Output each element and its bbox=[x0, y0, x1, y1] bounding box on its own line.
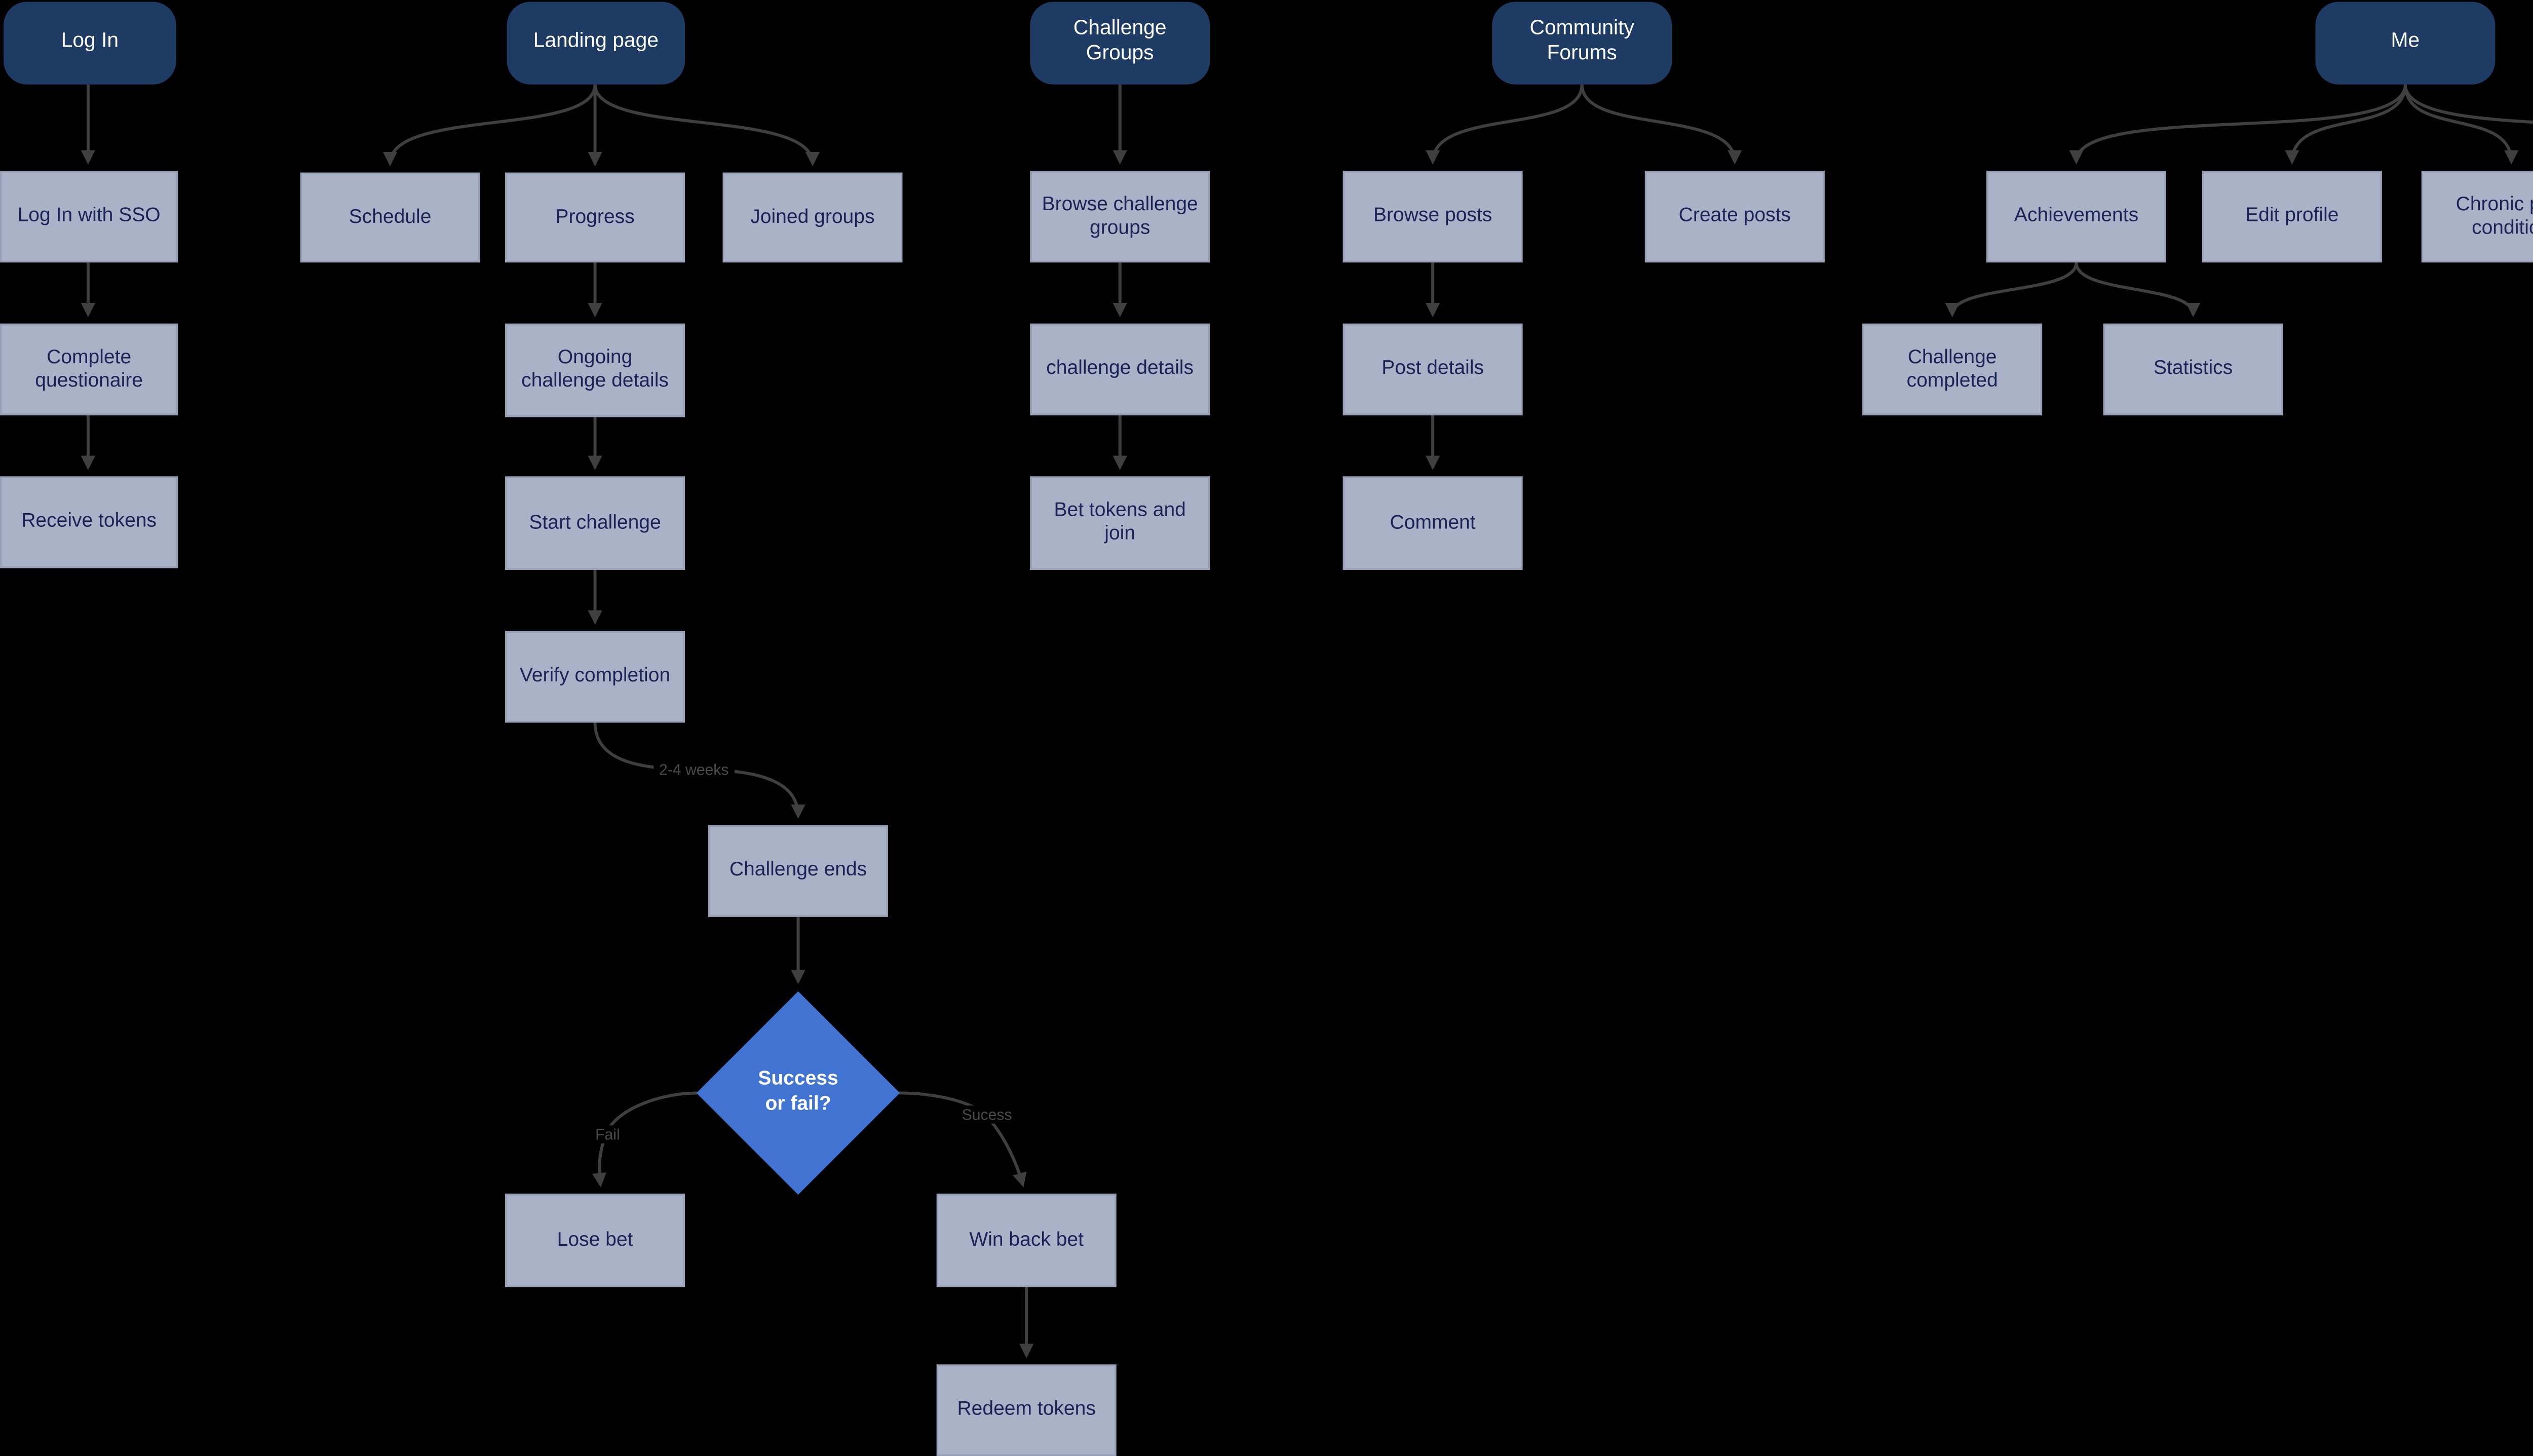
node-label: Challenge completed bbox=[1906, 346, 1998, 391]
node-browse-posts: Browse posts bbox=[1342, 171, 1523, 263]
node-label: Success or fail? bbox=[758, 1068, 838, 1115]
edge-achievements-to-challenge-completed bbox=[1945, 262, 2078, 318]
node-label: Joined groups bbox=[750, 206, 875, 227]
node-login-sso: Log In with SSO bbox=[0, 171, 178, 263]
node-label: Create posts bbox=[1678, 205, 1791, 227]
node-redeem-tokens: Redeem tokens bbox=[936, 1364, 1117, 1456]
node-label: Bet tokens and join bbox=[1054, 500, 1186, 545]
node-label: Redeem tokens bbox=[957, 1398, 1096, 1421]
edge-me-to-achievements bbox=[2069, 84, 2407, 165]
edge-me-to-edit-profile bbox=[2285, 84, 2407, 165]
node-ongoing-challenge-details: Ongoing challenge details bbox=[505, 323, 685, 417]
node-label: Landing page bbox=[533, 31, 659, 53]
node-label: Receive tokens bbox=[21, 510, 157, 532]
edge-label-fail: Fail bbox=[590, 1125, 626, 1143]
node-login: Log In bbox=[4, 2, 176, 85]
edge-achievements-to-statistics bbox=[2075, 262, 2201, 318]
node-me: Me bbox=[2315, 2, 2496, 85]
node-receive-tokens: Receive tokens bbox=[0, 476, 178, 568]
edge-label-sucess: Sucess bbox=[956, 1105, 1018, 1124]
node-browse-challenge-groups: Browse challenge groups bbox=[1030, 171, 1210, 263]
edge-landing-to-joined-groups bbox=[593, 84, 820, 167]
node-challenge-details: challenge details bbox=[1030, 323, 1210, 415]
node-achievements: Achievements bbox=[1986, 171, 2166, 263]
edge-me-to-chronic-pain-condition bbox=[2403, 84, 2519, 165]
node-label: Challenge Groups bbox=[1073, 19, 1167, 65]
node-label: challenge details bbox=[1046, 358, 1194, 379]
node-label: Edit profile bbox=[2245, 205, 2339, 227]
node-label: Schedule bbox=[349, 206, 432, 227]
node-landing: Landing page bbox=[507, 2, 685, 85]
node-label: Me bbox=[2391, 31, 2420, 53]
node-progress: Progress bbox=[505, 172, 685, 263]
node-label: Post details bbox=[1381, 358, 1484, 379]
node-community-forums: Community Forums bbox=[1492, 2, 1672, 85]
node-bet-tokens-and-join: Bet tokens and join bbox=[1030, 476, 1210, 570]
node-verify-completion: Verify completion bbox=[505, 631, 685, 723]
node-label: Win back bet bbox=[969, 1229, 1084, 1251]
node-label: Community Forums bbox=[1529, 19, 1634, 65]
node-label: Challenge ends bbox=[729, 859, 867, 881]
node-label: Achievements bbox=[2014, 205, 2139, 227]
node-label: Verify completion bbox=[519, 665, 671, 687]
edge-label-2-4-weeks: 2-4 weeks bbox=[654, 760, 735, 779]
node-create-posts: Create posts bbox=[1644, 171, 1825, 263]
node-label: Complete questionaire bbox=[35, 346, 143, 391]
node-challenge-groups: Challenge Groups bbox=[1030, 2, 1210, 85]
node-label: Chronic pain condition bbox=[2455, 193, 2533, 239]
node-edit-profile: Edit profile bbox=[2202, 171, 2382, 263]
node-challenge-ends: Challenge ends bbox=[708, 825, 888, 917]
node-label: Log In with SSO bbox=[17, 205, 161, 227]
node-lose-bet: Lose bet bbox=[505, 1194, 685, 1287]
node-schedule: Schedule bbox=[300, 172, 480, 263]
edge-community-forums-to-browse-posts bbox=[1426, 84, 1584, 165]
node-statistics: Statistics bbox=[2103, 323, 2283, 415]
node-label: Comment bbox=[1390, 511, 1476, 533]
edge-me-to-total-tokens bbox=[2403, 84, 2533, 124]
node-label: Start challenge bbox=[529, 511, 661, 533]
edge-community-forums-to-create-posts bbox=[1580, 84, 1742, 165]
edge-landing-to-schedule bbox=[382, 84, 597, 167]
node-chronic-pain-condition: Chronic pain condition bbox=[2421, 171, 2533, 263]
node-comment: Comment bbox=[1342, 476, 1523, 570]
node-label: Browse challenge groups bbox=[1042, 193, 1198, 239]
node-joined-groups: Joined groups bbox=[722, 172, 903, 263]
node-win-back-bet: Win back bet bbox=[936, 1194, 1117, 1287]
node-post-details: Post details bbox=[1342, 323, 1523, 415]
node-label: Log In bbox=[61, 31, 119, 53]
node-label: Lose bet bbox=[557, 1229, 633, 1251]
node-start-challenge: Start challenge bbox=[505, 476, 685, 570]
node-challenge-completed: Challenge completed bbox=[1862, 323, 2043, 415]
node-label: Browse posts bbox=[1373, 205, 1492, 227]
node-label: Statistics bbox=[2154, 358, 2233, 379]
node-label: Progress bbox=[555, 206, 635, 227]
node-label: Ongoing challenge details bbox=[521, 347, 669, 392]
node-complete-questionaire: Complete questionaire bbox=[0, 323, 178, 415]
